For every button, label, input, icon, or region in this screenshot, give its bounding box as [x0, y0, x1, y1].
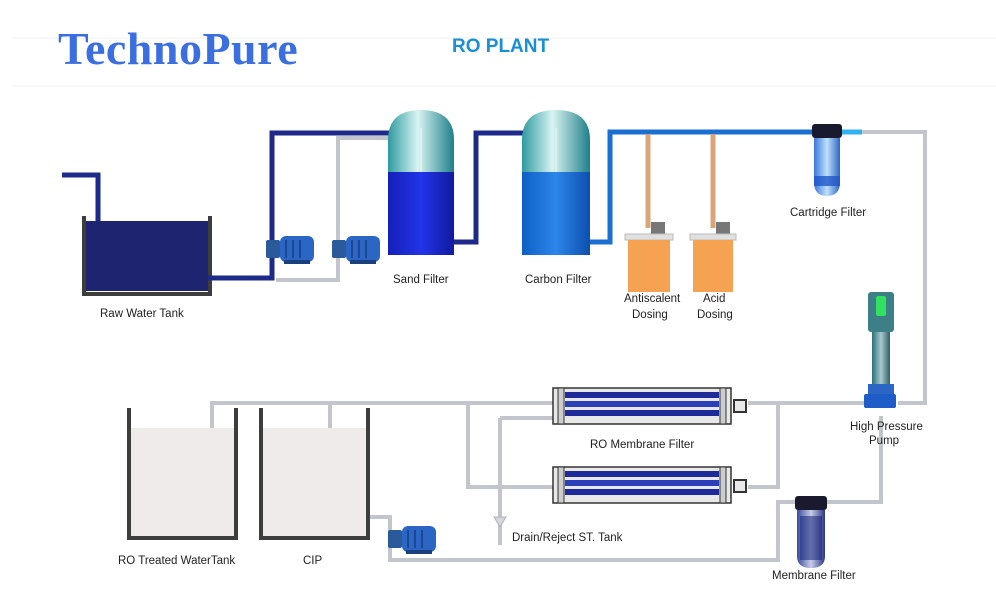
- ro-membrane-2: [552, 466, 747, 504]
- feed-pump-1: [266, 236, 314, 264]
- label-raw-water-tank: Raw Water Tank: [100, 308, 184, 320]
- carbon-filter: [522, 110, 590, 255]
- raw-inlet-pipe: [62, 172, 101, 222]
- label-cip: CIP: [303, 555, 323, 567]
- label-drain-reject-tank: Drain/Reject ST. Tank: [512, 532, 623, 544]
- label-high-pressure: High Pressure: [850, 421, 923, 433]
- raw-pipe-network: [208, 130, 558, 281]
- label-sand-filter: Sand Filter: [393, 274, 449, 286]
- label-ro-treated-water-tank: RO Treated WaterTank: [118, 555, 236, 567]
- raw-water-tank: [86, 221, 208, 291]
- label-acid-dosing: Dosing: [697, 309, 733, 321]
- cip-tank: [259, 408, 370, 540]
- membrane-filter: [795, 496, 827, 568]
- raw-water-tank-walls: [82, 216, 212, 296]
- feed-pump-2: [332, 236, 380, 264]
- high-pressure-pump: [864, 292, 896, 408]
- label-high-pressure-pump: Pump: [869, 435, 900, 447]
- antiscalent-dosing-unit: [624, 134, 674, 292]
- cip-pump: [388, 526, 436, 554]
- acid-dosing-unit: [689, 134, 737, 292]
- label-antiscalent-dosing: Dosing: [632, 309, 668, 321]
- cartridge-filter: [812, 124, 842, 196]
- ro-membrane-1: [552, 387, 747, 425]
- label-membrane-filter: Membrane Filter: [772, 570, 856, 582]
- page-title: RO PLANT: [452, 36, 550, 57]
- label-carbon-filter: Carbon Filter: [525, 274, 592, 286]
- drain-funnel-icon: [493, 516, 507, 528]
- ro-treated-water-tank: [127, 408, 238, 540]
- grey-pipe-network: [210, 130, 927, 562]
- brand-logo: TechnoPure: [58, 23, 299, 74]
- filtered-pipe: [590, 129, 845, 245]
- label-antiscalent: Antiscalent: [624, 293, 681, 305]
- label-ro-membrane-filter: RO Membrane Filter: [590, 439, 695, 451]
- sand-filter: [388, 110, 454, 255]
- label-cartridge-filter: Cartridge Filter: [790, 207, 867, 219]
- label-acid: Acid: [703, 293, 726, 305]
